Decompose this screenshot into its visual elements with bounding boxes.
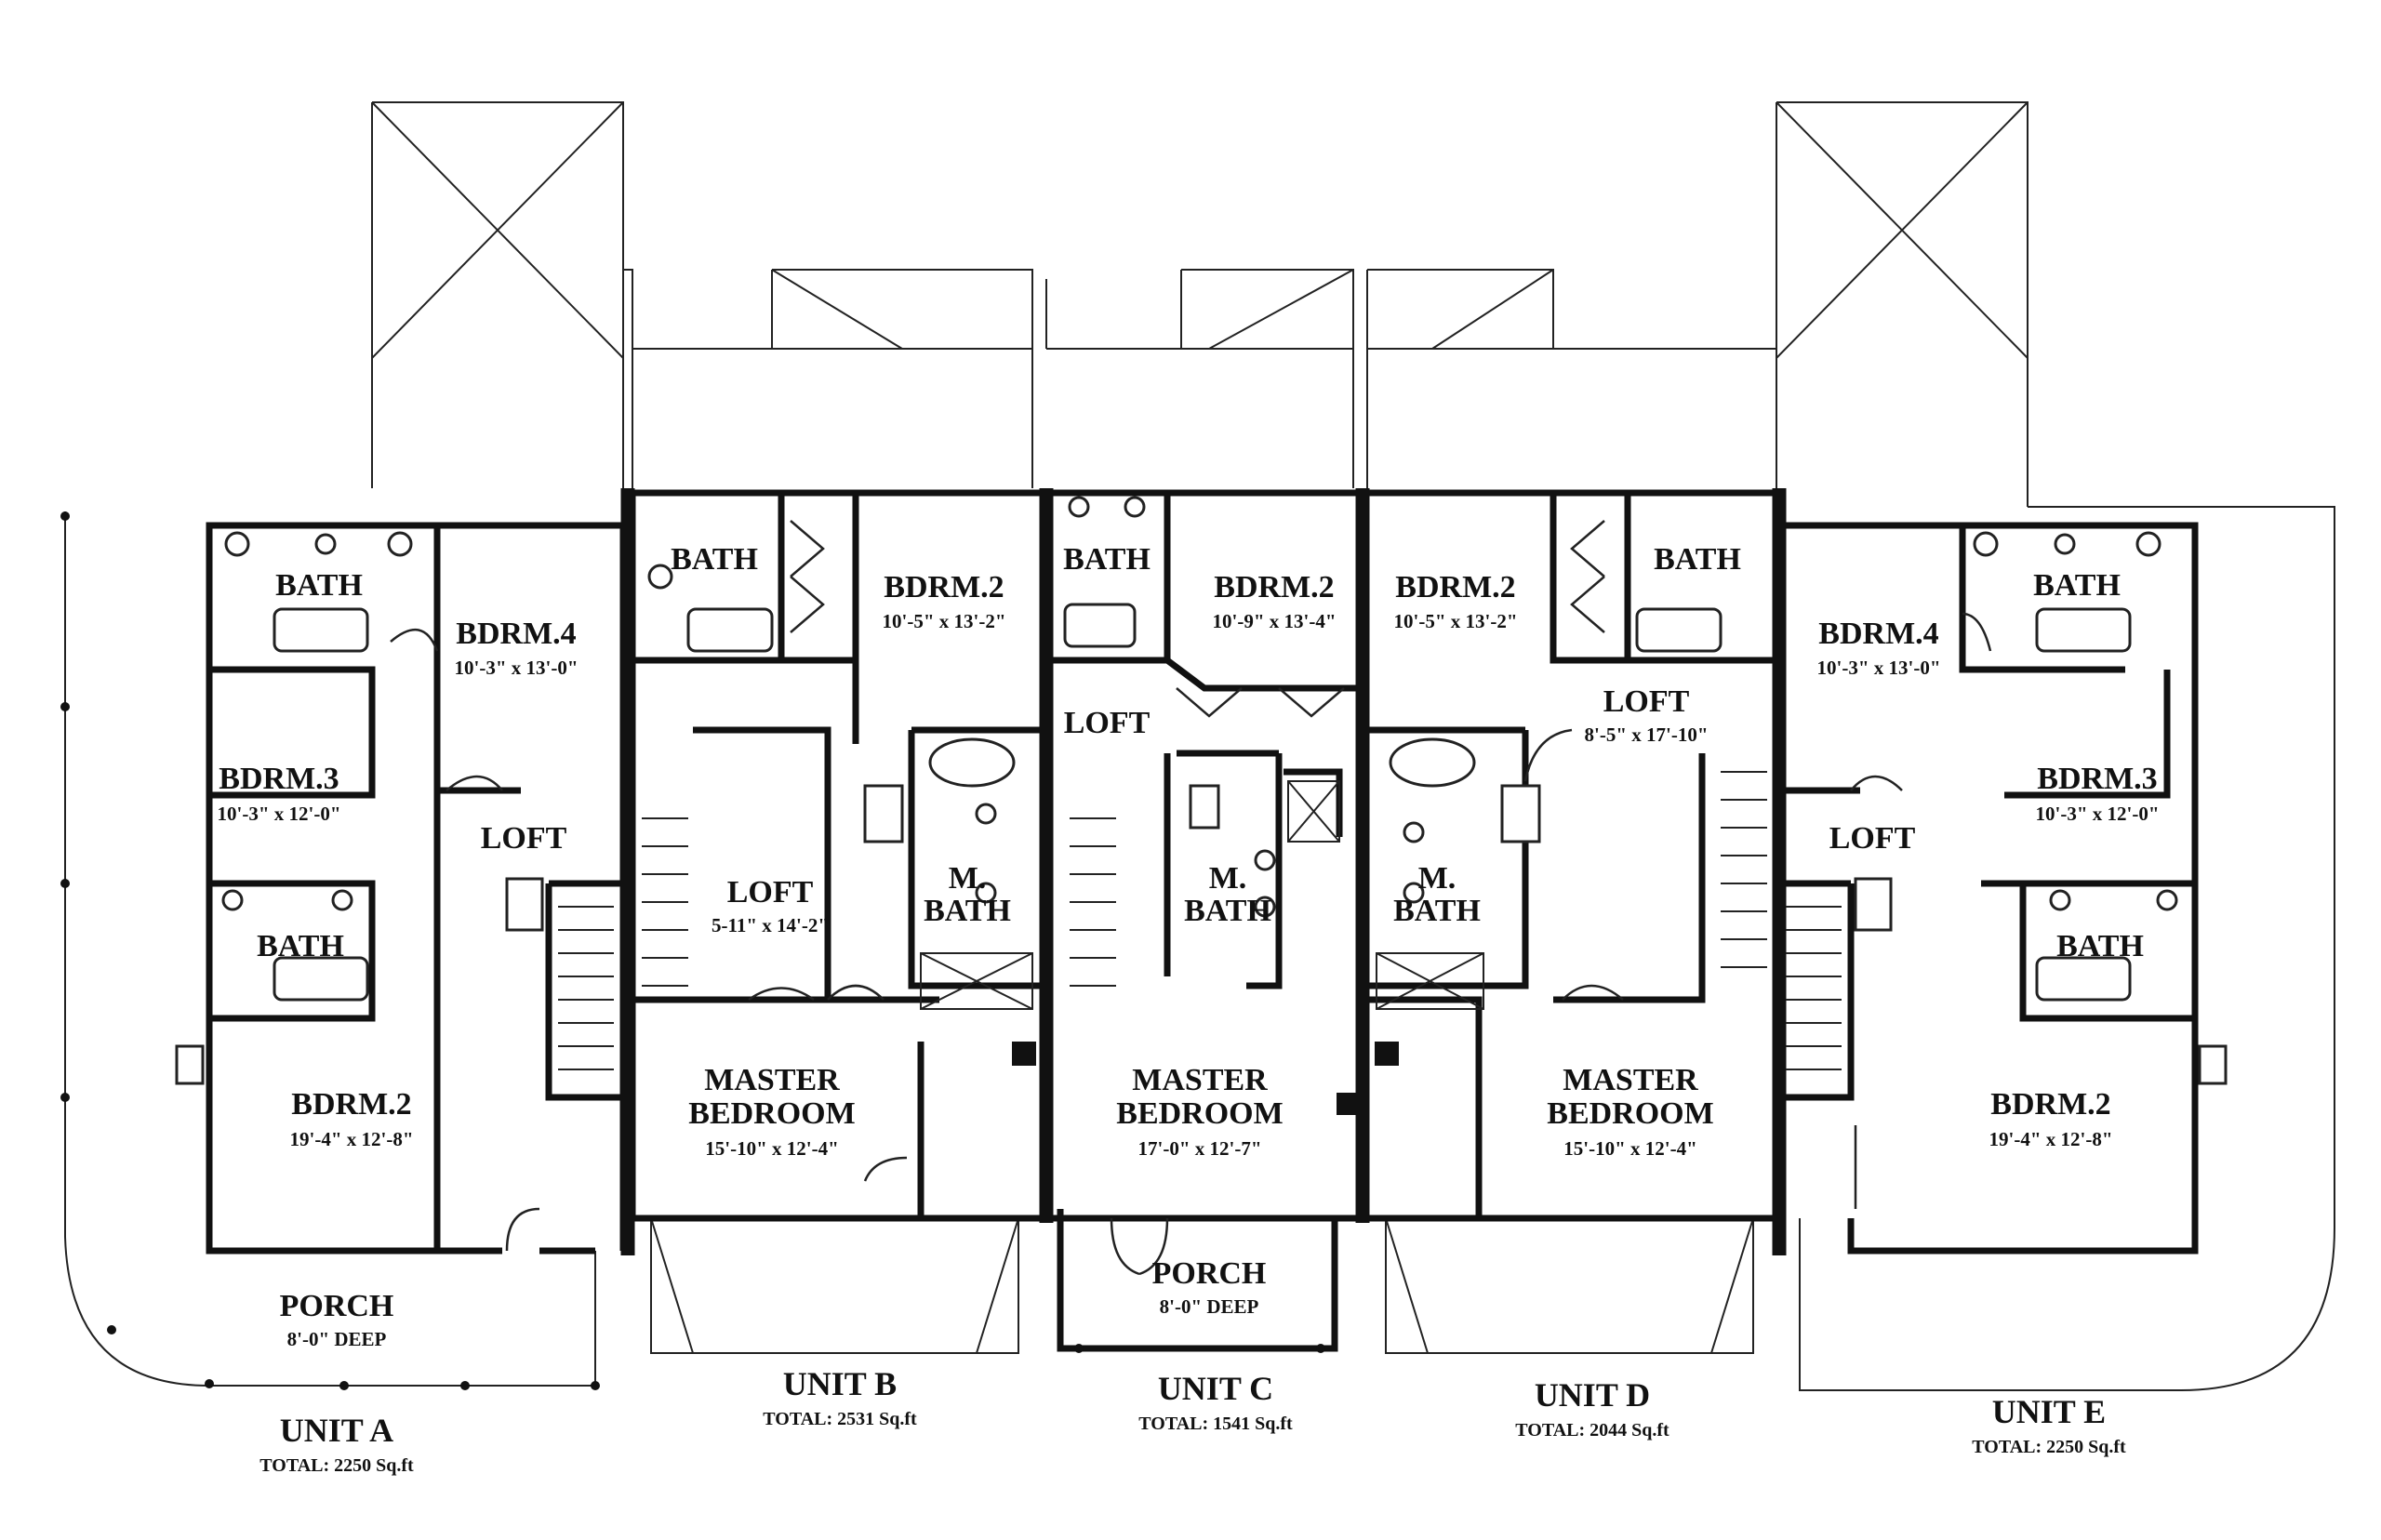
unit-b-loft-label: LOFT — [727, 875, 814, 909]
unit-b-mbath-label: M. — [949, 861, 987, 896]
unit-c-master-label: MASTER — [1132, 1063, 1268, 1097]
unit-e-plan — [1776, 522, 2228, 1255]
room-labels: BATH BDRM.4 10'-3" x 13'-0" BDRM.3 10'-3… — [218, 542, 2160, 1350]
unit-e-loft-label: LOFT — [1829, 821, 1916, 856]
unit-b-master-dims: 15'-10" x 12'-4" — [705, 1137, 838, 1160]
unit-d-bdrm2-dims: 10'-5" x 13'-2" — [1394, 610, 1518, 632]
unit-c-master-label-2: BEDROOM — [1116, 1096, 1283, 1131]
unit-e-bdrm4-label: BDRM.4 — [1818, 617, 1938, 651]
unit-c-porch-dims: 8'-0" DEEP — [1160, 1295, 1259, 1318]
unit-a-bdrm4-label: BDRM.4 — [456, 617, 576, 651]
unit-c-plan — [1039, 488, 1366, 1353]
unit-e-bdrm4-dims: 10'-3" x 13'-0" — [1817, 657, 1941, 679]
unit-b-master-label: MASTER — [704, 1063, 840, 1097]
unit-b-loft-dims: 5-11" x 14'-2" — [712, 914, 829, 936]
unit-c-bath-label: BATH — [1063, 542, 1151, 577]
unit-c-porch-label: PORCH — [1152, 1256, 1267, 1291]
unit-c-title: UNIT C — [1158, 1370, 1273, 1407]
roof-outlines — [371, 101, 2335, 1391]
unit-a-total: TOTAL: 2250 Sq.ft — [259, 1455, 414, 1476]
unit-d-mbath-label: M. — [1418, 861, 1457, 896]
unit-d-mbath-label-2: BATH — [1393, 894, 1481, 928]
unit-a-title: UNIT A — [280, 1412, 393, 1449]
unit-d-title: UNIT D — [1535, 1376, 1650, 1414]
unit-d-loft-label: LOFT — [1603, 684, 1690, 719]
unit-a-bdrm4-dims: 10'-3" x 13'-0" — [455, 657, 579, 679]
unit-b-master-label-2: BEDROOM — [688, 1096, 855, 1131]
unit-d-bath-label: BATH — [1654, 542, 1741, 577]
unit-a-loft-label: LOFT — [481, 821, 567, 856]
unit-b-bdrm2-dims: 10'-5" x 13'-2" — [883, 610, 1006, 632]
unit-d-master-label: MASTER — [1563, 1063, 1698, 1097]
unit-e-bdrm3-dims: 10'-3" x 12'-0" — [2036, 803, 2160, 825]
unit-e-bath-upper-label: BATH — [2033, 568, 2121, 603]
unit-b-title: UNIT B — [783, 1365, 897, 1402]
unit-titles: UNIT A TOTAL: 2250 Sq.ft UNIT B TOTAL: 2… — [259, 1365, 2126, 1476]
unit-c-master-dims: 17'-0" x 12'-7" — [1138, 1137, 1262, 1160]
unit-c-bdrm2-dims: 10'-9" x 13'-4" — [1213, 610, 1337, 632]
unit-d-master-label-2: BEDROOM — [1547, 1096, 1713, 1131]
unit-a-bdrm2-label: BDRM.2 — [291, 1087, 411, 1122]
unit-a-bdrm2-dims: 19'-4" x 12'-8" — [290, 1128, 414, 1150]
unit-b-bath-label: BATH — [671, 542, 758, 577]
unit-c-bdrm2-label: BDRM.2 — [1214, 570, 1334, 604]
unit-d-bdrm2-label: BDRM.2 — [1395, 570, 1515, 604]
unit-a-porch-label: PORCH — [280, 1289, 394, 1323]
unit-d-total: TOTAL: 2044 Sq.ft — [1515, 1420, 1669, 1440]
unit-e-total: TOTAL: 2250 Sq.ft — [1972, 1437, 2126, 1457]
unit-c-total: TOTAL: 1541 Sq.ft — [1138, 1414, 1293, 1434]
unit-d-loft-dims: 8'-5" x 17'-10" — [1585, 724, 1709, 746]
unit-c-loft-label: LOFT — [1064, 706, 1151, 740]
unit-e-bdrm2-dims: 19'-4" x 12'-8" — [1989, 1128, 2113, 1150]
unit-a-bdrm3-label: BDRM.3 — [219, 762, 339, 796]
unit-e-bath-lower-label: BATH — [2056, 929, 2144, 963]
unit-a-porch-dims: 8'-0" DEEP — [287, 1328, 387, 1350]
unit-e-bdrm3-label: BDRM.3 — [2037, 762, 2157, 796]
unit-e-bdrm2-label: BDRM.2 — [1990, 1087, 2110, 1122]
unit-a-bdrm3-dims: 10'-3" x 12'-0" — [218, 803, 341, 825]
unit-b-bdrm2-label: BDRM.2 — [884, 570, 1004, 604]
unit-c-mbath-label: M. — [1209, 861, 1247, 896]
unit-d-master-dims: 15'-10" x 12'-4" — [1563, 1137, 1696, 1160]
unit-a-bath-lower-label: BATH — [257, 929, 344, 963]
unit-b-total: TOTAL: 2531 Sq.ft — [763, 1409, 917, 1429]
unit-a-plan — [60, 488, 635, 1390]
unit-e-title: UNIT E — [1992, 1393, 2106, 1430]
unit-a-bath-upper-label: BATH — [275, 568, 363, 603]
unit-c-mbath-label-2: BATH — [1184, 894, 1271, 928]
unit-b-mbath-label-2: BATH — [924, 894, 1011, 928]
unit-d-plan — [1355, 488, 1787, 1255]
